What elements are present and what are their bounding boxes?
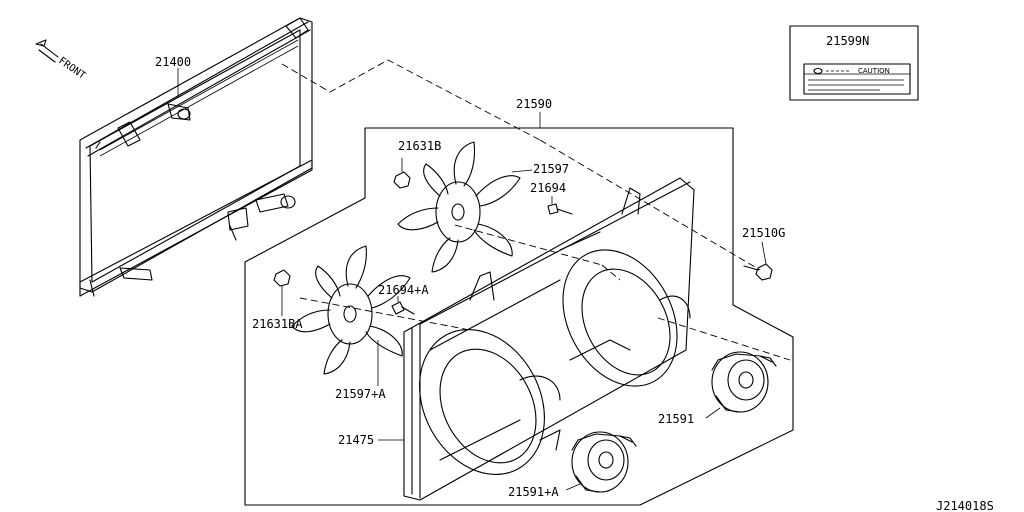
caution-text: CAUTION	[858, 67, 890, 75]
label-21597a: 21597+A	[335, 387, 386, 401]
bolt-21694a	[391, 296, 415, 315]
label-21631ba: 21631BA	[252, 317, 303, 331]
label-21631b: 21631B	[398, 139, 441, 153]
bolt-21694	[547, 196, 573, 215]
label-21400: 21400	[155, 55, 191, 69]
fan-21597a	[291, 245, 411, 375]
shroud-21475	[403, 177, 695, 501]
diagram-id: J214018S	[936, 499, 994, 512]
radiator-21400	[79, 17, 313, 297]
front-label: FRONT	[56, 55, 87, 81]
motor-21591	[711, 351, 777, 413]
cap-nut-21631b	[393, 158, 411, 189]
bolt-21510g	[743, 241, 773, 281]
label-21590: 21590	[516, 97, 552, 111]
label-21694: 21694	[530, 181, 566, 195]
cap-nut-21631ba	[273, 269, 291, 316]
caution-label-box	[789, 25, 919, 101]
label-21597: 21597	[533, 162, 569, 176]
label-21591: 21591	[658, 412, 694, 426]
label-21591a: 21591+A	[508, 485, 559, 499]
assembly-outline	[244, 127, 794, 506]
label-21694a: 21694+A	[378, 283, 429, 297]
label-21510g: 21510G	[742, 226, 785, 240]
motor-21591a	[571, 431, 637, 493]
dashed-leader-lines	[281, 59, 791, 361]
label-21475: 21475	[338, 433, 374, 447]
label-21599n: 21599N	[826, 34, 869, 48]
fan-21597	[397, 141, 521, 273]
front-arrow-icon	[35, 39, 59, 63]
